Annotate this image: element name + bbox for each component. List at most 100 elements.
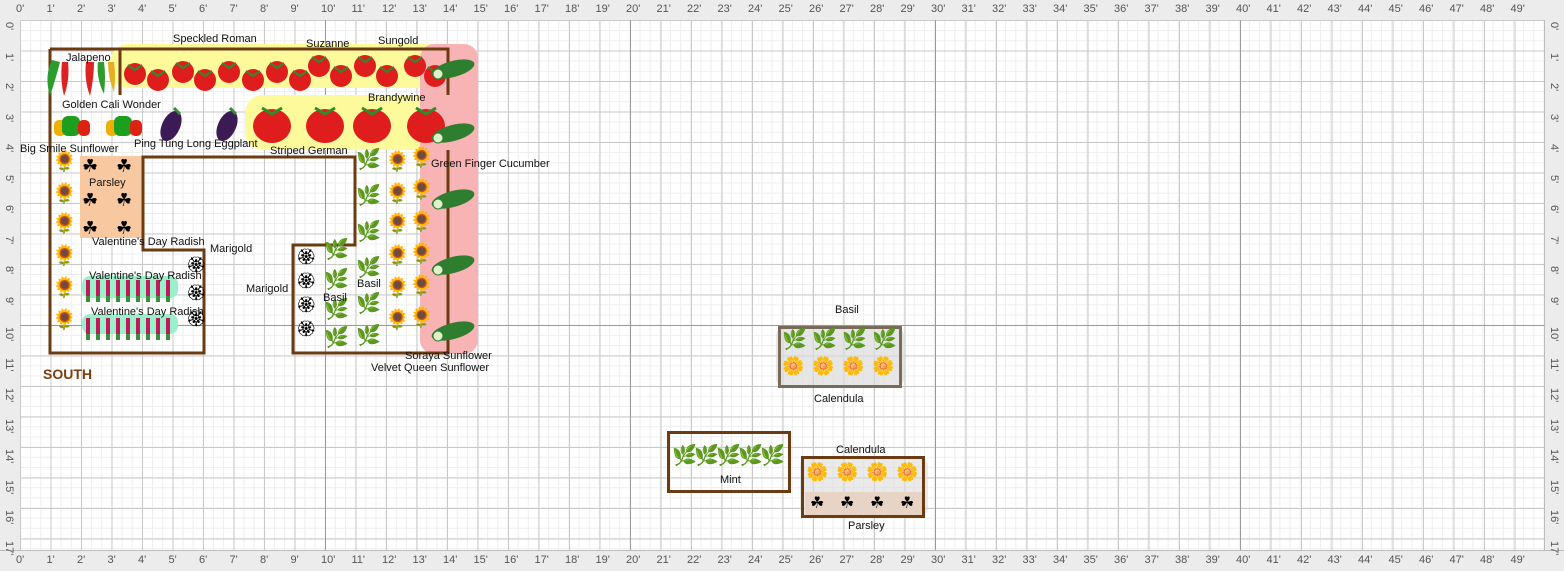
mint-icon: 🌿 [672,445,697,467]
eggplant-icon [212,104,242,148]
mint-icon: 🌿 [694,445,719,467]
plant-label-parsley[interactable]: Parsley [89,177,126,189]
sunflower-icon: 🌻 [385,309,410,331]
sunflower-icon: 🌻 [409,211,434,233]
tomato-icon [350,52,380,82]
ruler-tick-label: 21' [656,3,671,15]
ruler-tick-label: 34' [1053,3,1068,15]
ruler-tick-label: 15' [473,554,488,566]
plant-label-jalapeno[interactable]: Jalapeno [66,52,111,64]
calendula-icon: 🌼 [836,462,859,482]
plant-label-suzanne[interactable]: Suzanne [306,38,350,50]
parsley-icon: ☘ [82,190,99,210]
plant-label-speckled-roman[interactable]: Speckled Roman [173,33,257,45]
ruler-tick-label: 32' [992,554,1007,566]
basil-icon: 🌿 [324,239,349,261]
marigold-icon: 🏵 [296,273,317,290]
ruler-tick-label: 4' [138,3,147,15]
calendula-parsley-bed[interactable] [801,456,925,518]
plant-label-sungold[interactable]: Sungold [378,35,419,47]
parsley-icon: ☘ [900,495,915,512]
ruler-tick-label: 45' [1388,554,1403,566]
parsley-icon: ☘ [116,218,133,238]
ruler-tick-label: 20' [626,3,641,15]
plant-label-valentine-radish[interactable]: Valentine's Day Radish [91,306,204,318]
basil-calendula-bed[interactable] [778,326,902,388]
ruler-tick-label: 14' [443,3,458,15]
parsley-icon: ☘ [116,190,133,210]
plant-label-brandywine[interactable]: Brandywine [368,92,426,104]
tomato-icon [326,62,356,92]
plant-label-velvet-queen-sunflower[interactable]: Velvet Queen Sunflower [371,362,490,374]
plant-label-soraya-sunflower[interactable]: Soraya Sunflower [405,350,492,362]
ruler-tick-label: 16' [504,554,519,566]
calendula-bed-shadow [776,326,904,388]
basil-icon: 🌿 [324,269,349,291]
plant-label-striped-german[interactable]: Striped German [270,145,348,157]
ruler-tick-label: 11' [351,3,366,15]
plant-label-basil[interactable]: Basil [323,292,347,304]
ruler-tick-label: 3' [107,554,116,566]
marigold-icon: 🏵 [186,257,207,274]
ruler-tick-label: 15' [473,3,488,15]
ruler-tick-label: 47' [1449,3,1464,15]
ruler-tick-label: 35' [1083,554,1098,566]
sunflower-icon: 🌻 [52,309,77,331]
plant-label-golden-cali-wonder[interactable]: Golden Cali Wonder [62,99,161,111]
mint-bed[interactable] [667,431,791,493]
ruler-tick-label: 8' [260,3,269,15]
mint-icon: 🌿 [760,445,785,467]
eggplant-icon [156,104,186,148]
plant-label-marigold[interactable]: Marigold [210,243,253,255]
marigold-icon: 🏵 [186,311,207,328]
ruler-tick-label: 17' [534,3,549,15]
plant-label-green-finger-cucumber[interactable]: Green Finger Cucumber [431,158,550,170]
plant-label-calendula[interactable]: Calendula [836,444,886,456]
tomato-icon [214,58,244,88]
sunflower-icon: 🌻 [385,151,410,173]
ruler-tick-label: 5' [168,554,177,566]
plant-label-big-smile-sunflower[interactable]: Big Smile Sunflower [20,143,119,155]
ruler-tick-label: 40' [1236,3,1251,15]
basil-icon: 🌿 [356,221,381,243]
mint-icon: 🌿 [738,445,763,467]
ruler-tick-label: 20' [626,554,641,566]
ruler-tick-label: 7' [229,554,238,566]
marigold-icon: 🏵 [296,321,317,338]
ruler-tick-label: 12' [382,3,397,15]
plant-label-calendula[interactable]: Calendula [814,393,864,405]
garden-grid-canvas[interactable] [20,20,1544,550]
plant-label-ping-tung[interactable]: Ping Tung Long Eggplant [134,138,258,150]
ruler-tick-label: 38' [1175,3,1190,15]
ruler-tick-label: 26' [809,554,824,566]
sunflower-icon: 🌻 [409,243,434,265]
ruler-tick-label: 46' [1419,3,1434,15]
plant-label-basil[interactable]: Basil [835,304,859,316]
ruler-tick-label: 39' [1205,3,1220,15]
plant-label-basil[interactable]: Basil [357,278,381,290]
ruler-tick-label: 3' [107,3,116,15]
plant-label-valentine-radish[interactable]: Valentine's Day Radish [92,236,205,248]
ruler-tick-label: 9' [290,3,299,15]
tomato-icon [372,62,402,92]
plant-label-mint[interactable]: Mint [720,474,741,486]
cucumber-icon [430,320,476,346]
ruler-tick-label: 21' [656,554,671,566]
grid-major-line-vertical [1240,20,1241,550]
plant-label-valentine-radish[interactable]: Valentine's Day Radish [89,270,202,282]
mint-icon: 🌿 [716,445,741,467]
ruler-tick-label: 28' [870,3,885,15]
plant-label-parsley[interactable]: Parsley [848,520,885,532]
ruler-tick-label: 25' [778,554,793,566]
parsley-icon: ☘ [116,156,133,176]
ruler-tick-label: 11' [351,554,366,566]
ruler-tick-label: 43' [1327,554,1342,566]
sunflower-icon: 🌻 [385,245,410,267]
ruler-tick-label: 33' [1022,554,1037,566]
plant-label-marigold[interactable]: Marigold [246,283,289,295]
main-bed-outline [48,47,450,355]
ruler-tick-label: 30' [931,554,946,566]
ruler-tick-label: 8' [260,554,269,566]
ruler-tick-label: 5' [168,3,177,15]
